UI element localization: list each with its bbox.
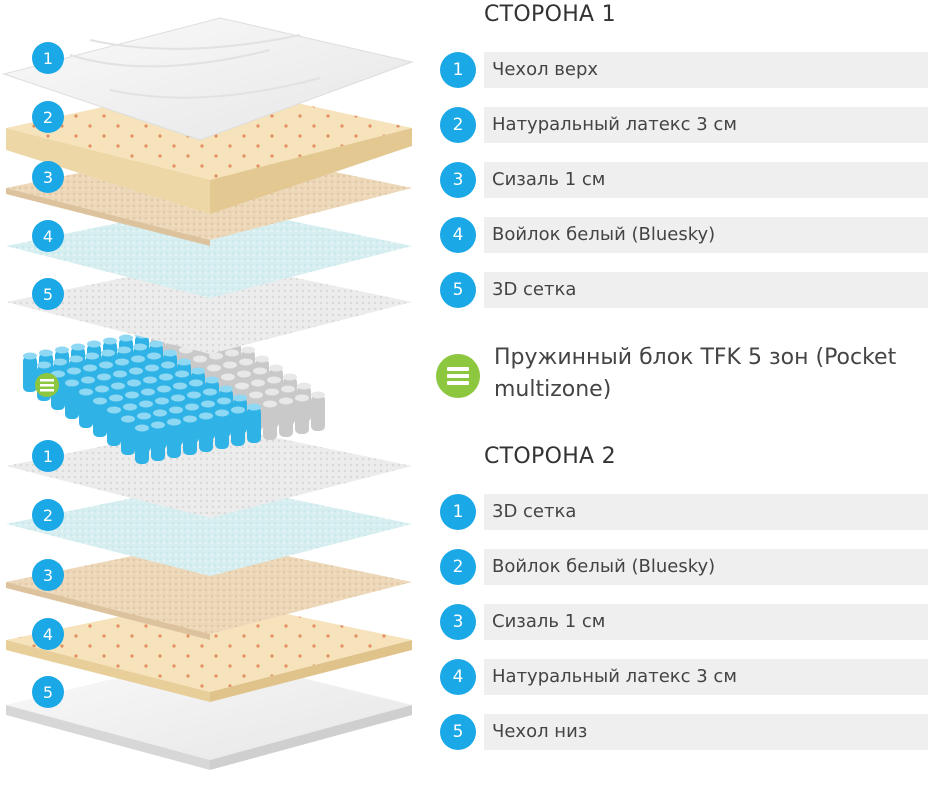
illustration-badge: 4 — [32, 220, 64, 252]
layer-side1-1-cover — [2, 17, 414, 141]
svg-text:1: 1 — [43, 49, 53, 68]
number-badge: 4 — [440, 217, 476, 253]
row-background — [484, 549, 928, 585]
number-badge: 1 — [440, 52, 476, 88]
illustration-badge: 4 — [32, 618, 64, 650]
layer-side2-4-latex — [6, 598, 412, 702]
illustration-badge: 2 — [32, 101, 64, 133]
spring-coil — [247, 403, 261, 443]
spring-coil — [167, 418, 181, 458]
row-background — [484, 494, 928, 530]
side1-row-3: 3 Сизаль 1 см — [440, 162, 928, 198]
number-badge: 3 — [440, 604, 476, 640]
layer-label: 3D сетка — [492, 501, 577, 522]
spring-coil — [93, 397, 107, 437]
side2-title: СТОРОНА 2 — [484, 444, 616, 469]
side2-row-5: 5 Чехол низ — [440, 714, 928, 750]
svg-text:4: 4 — [43, 625, 53, 644]
number-badge: 5 — [440, 272, 476, 308]
row-background — [484, 714, 928, 750]
illustration-badge: 5 — [32, 278, 64, 310]
number-badge: 2 — [440, 107, 476, 143]
side1-title: СТОРОНА 1 — [484, 2, 616, 27]
illustration-badge: 5 — [32, 676, 64, 708]
layer-side1-5-mesh — [6, 260, 412, 354]
row-background — [484, 659, 928, 695]
illustration-badge: 3 — [32, 559, 64, 591]
spring-coil — [121, 415, 135, 455]
illustration-badge: 1 — [32, 42, 64, 74]
svg-text:2: 2 — [43, 506, 53, 525]
layer-side2-5-cover — [6, 655, 412, 770]
svg-text:3: 3 — [43, 566, 53, 585]
side2-row-2: 2 Войлок белый (Bluesky) — [440, 549, 928, 585]
number-badge: 3 — [440, 162, 476, 198]
spring-coil — [23, 352, 37, 392]
row-background — [484, 217, 928, 253]
illustration-badge: 1 — [32, 440, 64, 472]
side1-row-2: 2 Натуральный латекс 3 см — [440, 107, 928, 143]
side2-row-1: 1 3D сетка — [440, 494, 928, 530]
layer-label: Войлок белый (Bluesky) — [492, 556, 716, 577]
layer-label: Чехол верх — [492, 59, 599, 80]
spring-coil — [135, 424, 149, 464]
svg-text:1: 1 — [43, 447, 53, 466]
layer-side1-4-felt — [6, 204, 412, 298]
svg-text:4: 4 — [43, 227, 53, 246]
layer-label: Сизаль 1 см — [492, 169, 606, 190]
spring-coil — [79, 388, 93, 428]
layer-label: 3D сетка — [492, 279, 577, 300]
number-badge: 4 — [440, 659, 476, 695]
spring-coil — [151, 421, 165, 461]
layer-label: Чехол низ — [492, 721, 588, 742]
number-badge: 2 — [440, 549, 476, 585]
layer-label: Натуральный латекс 3 см — [492, 114, 737, 135]
spring-coil — [183, 415, 197, 455]
spring-coil — [279, 397, 293, 437]
layer-label: Сизаль 1 см — [492, 611, 606, 632]
layer-side2-1-mesh — [6, 424, 412, 518]
layer-label: Войлок белый (Bluesky) — [492, 224, 716, 245]
spring-block-row: Пружинный блок TFK 5 зон (Pocket multizo… — [434, 340, 928, 412]
mattress-layers-illustration: 1 2 3 4 5 1 2 3 4 5 — [2, 17, 414, 770]
layer-label: Натуральный латекс 3 см — [492, 666, 737, 687]
spring-coil — [311, 391, 325, 431]
spring-coil — [215, 409, 229, 449]
row-background — [484, 52, 928, 88]
spring-coil — [263, 400, 277, 440]
number-badge: 1 — [440, 494, 476, 530]
number-badge: 5 — [440, 714, 476, 750]
layer-side2-3-sisal — [6, 540, 412, 640]
row-background — [484, 272, 928, 308]
illustration-spring-icon — [35, 373, 59, 397]
side2-row-3: 3 Сизаль 1 см — [440, 604, 928, 640]
svg-text:3: 3 — [43, 168, 53, 187]
svg-text:2: 2 — [43, 108, 53, 127]
spring-block-icon — [436, 354, 480, 398]
side1-row-5: 5 3D сетка — [440, 272, 928, 308]
spring-coil — [295, 394, 309, 434]
illustration-badge: 3 — [32, 161, 64, 193]
row-background — [484, 162, 928, 198]
spring-block-label: Пружинный блок TFK 5 зон (Pocket multizo… — [494, 345, 897, 402]
side1-row-4: 4 Войлок белый (Bluesky) — [440, 217, 928, 253]
spring-coil — [65, 379, 79, 419]
spring-block — [23, 319, 325, 464]
row-background — [484, 107, 928, 143]
svg-text:5: 5 — [43, 683, 53, 702]
illustration-badge: 2 — [32, 499, 64, 531]
row-background — [484, 604, 928, 640]
side1-row-1: 1 Чехол верх — [440, 52, 928, 88]
spring-coil — [231, 406, 245, 446]
side2-row-4: 4 Натуральный латекс 3 см — [440, 659, 928, 695]
spring-coil — [107, 406, 121, 446]
layer-side2-2-felt — [6, 482, 412, 576]
svg-text:5: 5 — [43, 285, 53, 304]
spring-coil — [199, 412, 213, 452]
